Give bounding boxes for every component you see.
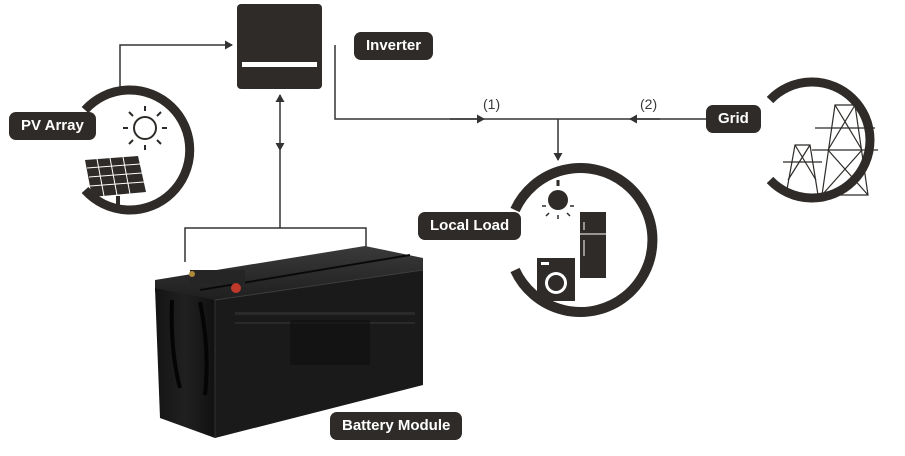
battery-module-label: Battery Module — [330, 412, 463, 440]
inverter-label: Inverter — [354, 32, 434, 60]
path-1-label: (1) — [483, 96, 501, 112]
local-load-label: Local Load — [418, 212, 522, 240]
battery-terminal-bracket — [184, 227, 367, 262]
grid-icon — [766, 77, 878, 203]
pv-to-inverter-line — [119, 40, 233, 90]
pv-array-label: PV Array — [9, 112, 96, 140]
inverter-icon — [237, 4, 322, 89]
path-2-label: (2) — [640, 96, 658, 112]
refrigerator-icon — [580, 212, 606, 278]
light-bulb-icon — [542, 180, 574, 219]
battery-icon — [155, 246, 424, 438]
transmission-tower-icon — [783, 104, 878, 196]
washing-machine-icon — [537, 258, 575, 301]
grid-label: Grid — [706, 105, 761, 133]
local-load-icon — [510, 163, 658, 317]
connection-lines — [119, 40, 706, 262]
pv-array-icon — [81, 85, 195, 215]
solar-panel-icon — [85, 156, 146, 209]
